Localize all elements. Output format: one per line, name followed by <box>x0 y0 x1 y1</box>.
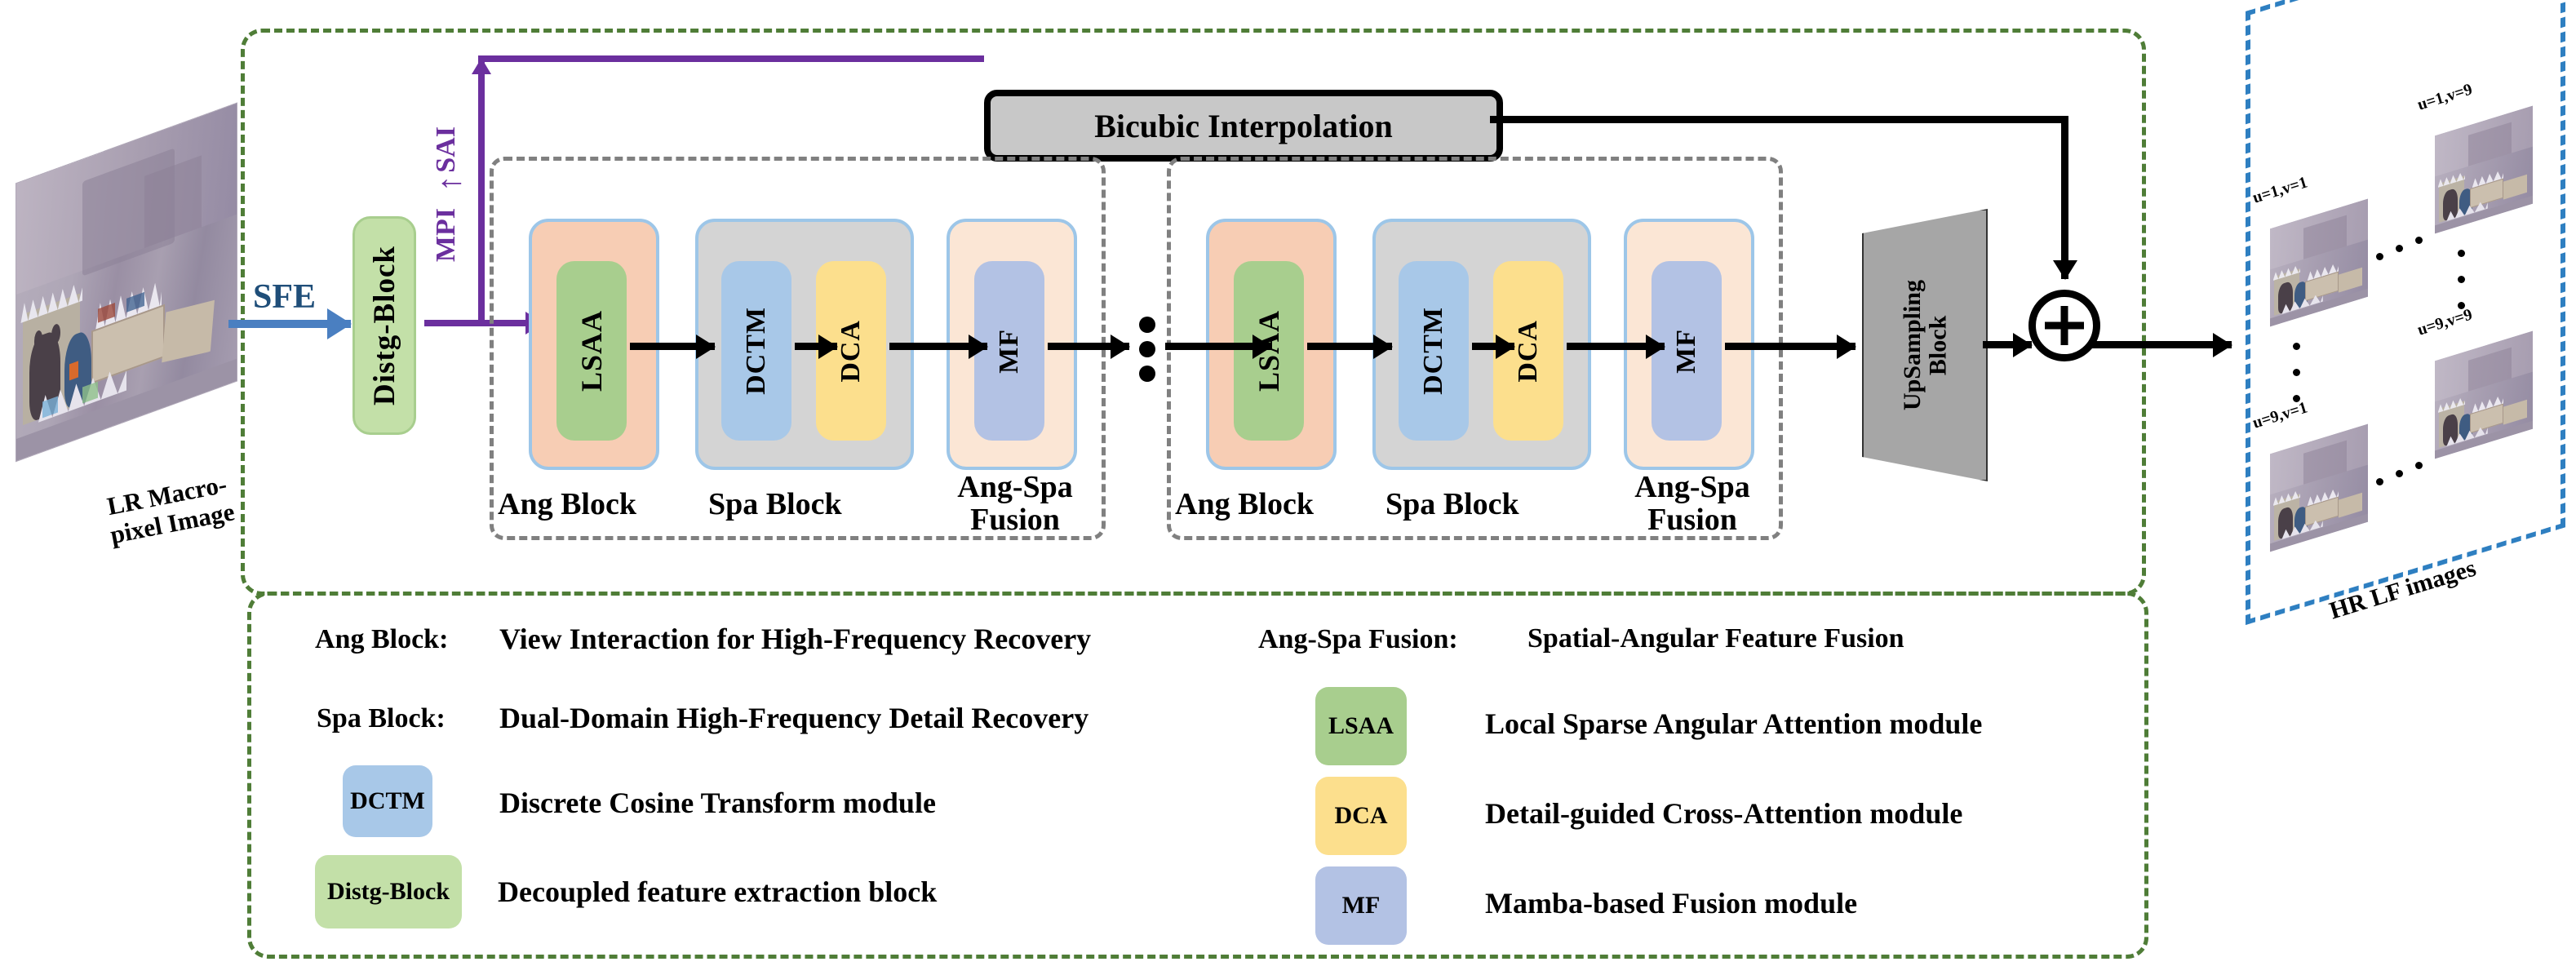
stage-1-dctm-module[interactable]: DCTM <box>721 261 791 441</box>
upsampling-block[interactable]: UpSampling Block <box>1862 209 1988 481</box>
stage-n-dctm-label: DCTM <box>1418 307 1448 395</box>
stage-1-lsaa-label: LSAA <box>575 309 608 392</box>
legend-right-desc-1: Local Sparse Angular Attention module <box>1485 707 1983 740</box>
stage-n-dca-label: DCA <box>1513 319 1543 383</box>
legend-chip-mf-label: MF <box>1341 892 1381 919</box>
hr-grid-v-dot-6 <box>2458 302 2465 309</box>
hr-grid-v-dot-4 <box>2458 250 2465 257</box>
stage-n-fusion-label-line2: Fusion <box>1647 502 1737 537</box>
stage-ellipsis-to-stage-n-arrow <box>1165 343 1271 350</box>
stage-1-output-arrow <box>1048 343 1129 350</box>
stage-1-spa-block-label: Spa Block <box>708 487 842 521</box>
distg-block-label: Distg-Block <box>367 246 401 406</box>
bicubic-label: Bicubic Interpolation <box>1094 107 1393 144</box>
stage-1-dctm-label: DCTM <box>741 307 771 395</box>
bicubic-to-adder-arrow <box>2061 116 2068 279</box>
stage-ellipsis-dot-1 <box>1139 317 1155 333</box>
hr-grid-v-dot-2 <box>2293 369 2300 376</box>
legend-left-desc-0: View Interaction for High-Frequency Reco… <box>499 623 1092 655</box>
legend-chip-lsaa-label: LSAA <box>1328 712 1394 739</box>
stage-1-dctm-to-dca-arrow <box>795 343 837 350</box>
stage-n-fusion-label-line1: Ang-Spa <box>1634 470 1750 504</box>
stage-ellipsis-dot-3 <box>1139 366 1155 382</box>
legend-chip-dca-label: DCA <box>1334 802 1388 829</box>
stage-n-fusion-label: Ang-Spa Fusion <box>1611 470 1774 537</box>
adder-to-output-arrow <box>2089 341 2232 348</box>
hr-grid-v-dot-3 <box>2293 395 2300 402</box>
stage-n-lsaa-to-dctm-arrow <box>1307 343 1392 350</box>
stage-1-mf-label: MF <box>994 328 1024 374</box>
stage-n-dctm-module[interactable]: DCTM <box>1399 261 1469 441</box>
upsampling-block-label-line1: UpSampling <box>1898 279 1926 411</box>
upsampling-to-adder-arrow <box>1983 341 2032 348</box>
distg-block[interactable]: Distg-Block <box>352 216 416 435</box>
hr-grid-h-dot-4 <box>2376 478 2383 485</box>
legend-chip-distg-block[interactable]: Distg-Block <box>315 855 462 928</box>
legend-left-desc-2: Discrete Cosine Transform module <box>499 787 936 819</box>
legend-left-desc-1: Dual-Domain High-Frequency Detail Recove… <box>499 702 1089 734</box>
stage-n-mf-label: MF <box>1671 328 1701 374</box>
bicubic-interpolation-block[interactable]: Bicubic Interpolation <box>984 90 1503 162</box>
mpi-sai-arrow-glyph: ↑ <box>431 175 468 192</box>
upsampling-block-label-line2: Block <box>1924 315 1951 375</box>
stage-n-to-upsampling-arrow <box>1725 343 1856 350</box>
sai-label: SAI <box>431 126 461 173</box>
mpi-sai-riser <box>478 59 485 325</box>
hr-grid-h-dot-5 <box>2396 470 2403 477</box>
hr-grid-h-dot-1 <box>2376 253 2383 260</box>
legend-chip-dca[interactable]: DCA <box>1315 777 1407 855</box>
legend-right-term-0: Ang-Spa Fusion: <box>1258 624 1458 654</box>
stage-1-ang-block-label: Ang Block <box>498 487 636 521</box>
legend-chip-distg-block-label: Distg-Block <box>327 878 450 905</box>
mpi-label: MPI <box>431 208 461 263</box>
legend-container <box>247 592 2148 959</box>
legend-chip-mf[interactable]: MF <box>1315 866 1407 945</box>
hr-grid-h-dot-3 <box>2415 237 2423 244</box>
stage-ellipsis-dot-2 <box>1139 341 1155 357</box>
legend-right-desc-2: Detail-guided Cross-Attention module <box>1485 797 1963 830</box>
legend-right-desc-0: Spatial-Angular Feature Fusion <box>1527 623 1904 654</box>
legend-left-desc-3: Decoupled feature extraction block <box>498 875 938 908</box>
stage-1-fusion-label: Ang-Spa Fusion <box>933 470 1097 537</box>
bicubic-input-line <box>478 55 984 62</box>
legend-left-term-0: Ang Block: <box>315 624 449 654</box>
hr-grid-v-dot-1 <box>2293 343 2300 350</box>
stage-n-ang-block-label: Ang Block <box>1175 487 1314 521</box>
stage-n-dca-to-mf-arrow <box>1567 343 1665 350</box>
hr-grid-h-dot-2 <box>2396 245 2403 252</box>
legend-chip-dctm-label: DCTM <box>350 787 425 814</box>
legend-right-desc-3: Mamba-based Fusion module <box>1485 887 1858 920</box>
stage-n-dctm-to-dca-arrow <box>1472 343 1514 350</box>
sfe-label: SFE <box>253 278 317 316</box>
stage-n-spa-block-label: Spa Block <box>1386 487 1519 521</box>
stage-1-fusion-label-line1: Ang-Spa <box>957 470 1073 504</box>
stage-1-lsaa-module[interactable]: LSAA <box>556 261 627 441</box>
stage-1-lsaa-to-dctm-arrow <box>630 343 715 350</box>
legend-chip-dctm[interactable]: DCTM <box>343 765 432 837</box>
legend-left-term-1: Spa Block: <box>317 703 446 733</box>
stage-1-dca-to-mf-arrow <box>889 343 987 350</box>
lr-macro-pixel-image <box>16 103 237 462</box>
stage-1-fusion-label-line2: Fusion <box>970 502 1060 537</box>
stage-1-dca-label: DCA <box>836 319 866 383</box>
hr-grid-h-dot-6 <box>2415 462 2423 469</box>
bicubic-output-line <box>1490 116 2065 123</box>
upsampling-block-label: UpSampling Block <box>1898 279 1952 411</box>
residual-add-node <box>2028 290 2100 361</box>
sfe-arrow <box>228 320 351 328</box>
hr-grid-v-dot-5 <box>2458 276 2465 283</box>
legend-chip-lsaa[interactable]: LSAA <box>1315 687 1407 765</box>
mpi-to-lsaa-arrow <box>457 320 543 326</box>
